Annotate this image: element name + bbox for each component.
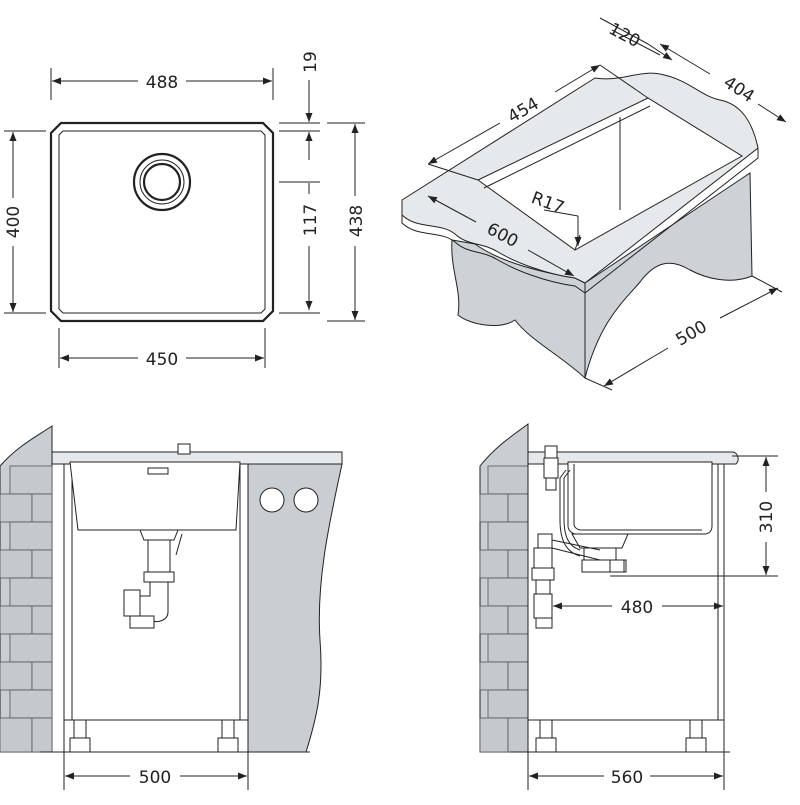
- dim-outer-height: 438: [327, 122, 367, 322]
- dim-flange-label: 120: [605, 19, 643, 52]
- dim-inner-width-label: 450: [146, 350, 178, 370]
- dim-outer-width-label: 488: [146, 73, 178, 93]
- dim-flange: 120: [599, 17, 673, 61]
- dim-outer-height-label: 438: [347, 205, 367, 237]
- dim-rim: 19: [279, 51, 321, 160]
- dim-drain-offset: 117: [279, 181, 321, 314]
- sink-bowl-opening: [477, 97, 743, 251]
- dim-side-cabinet-depth-label: 560: [611, 768, 643, 788]
- side-countertop: [527, 451, 739, 465]
- fitting-hole-right: [293, 487, 319, 513]
- drain-hole: [132, 152, 192, 212]
- dim-outer-width: 488: [50, 68, 274, 100]
- top-view: 488 450 400 19: [4, 51, 367, 370]
- dim-inner-width: 450: [58, 328, 266, 370]
- dim-drain-distance-label: 480: [621, 598, 653, 618]
- dim-front-cabinet-width-label: 500: [139, 768, 171, 788]
- fitting-hole-left: [259, 487, 285, 513]
- dim-side-depth-label: 310: [757, 501, 777, 533]
- sink-top-outline: [49, 121, 275, 323]
- dim-drain-offset-label: 117: [301, 204, 321, 236]
- side-waste-assembly: [531, 445, 629, 629]
- dim-side-depth: 310: [610, 455, 778, 577]
- dim-front-cabinet-width: 500: [63, 720, 249, 790]
- cabinet-front-wall: [451, 239, 586, 380]
- front-view: 500: [0, 425, 343, 790]
- iso-view: 120 404 454 R17 600: [401, 17, 787, 391]
- front-side-wall: [247, 463, 343, 753]
- front-cabinet-legs: [69, 719, 239, 753]
- front-sink-trap: [123, 529, 183, 629]
- front-sink-bowl: [69, 461, 241, 531]
- overflow-fitting: [177, 443, 191, 455]
- side-view: 310 480 560: [479, 423, 778, 790]
- dim-cabinet-depth-iso-label: 500: [672, 317, 710, 351]
- dim-inner-height-label: 400: [4, 206, 24, 238]
- dim-inner-height: 400: [4, 130, 46, 314]
- dim-drain-distance: 480: [553, 598, 723, 618]
- side-sink-bowl: [567, 461, 713, 535]
- side-cabinet-legs: [535, 719, 707, 753]
- cabinet-side-wall: [584, 172, 753, 379]
- brick-wall-right: [479, 423, 529, 753]
- brick-wall-left: [0, 425, 53, 753]
- dim-rim-label: 19: [301, 51, 321, 73]
- dim-side-cabinet-depth: 560: [527, 720, 725, 790]
